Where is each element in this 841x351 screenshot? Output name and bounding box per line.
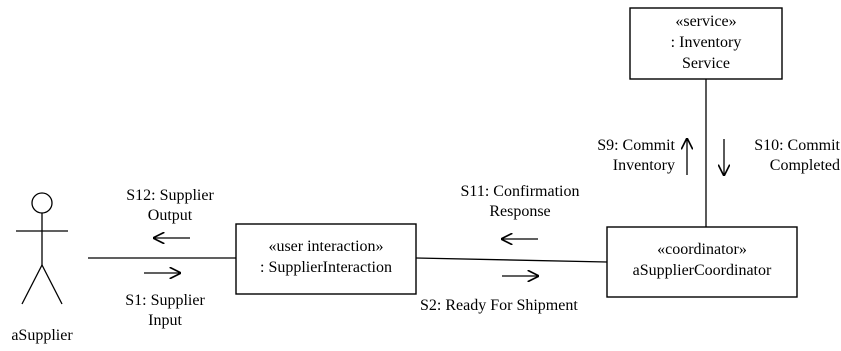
inventory-service-box bbox=[629, 7, 783, 80]
supplier-interaction-box bbox=[235, 223, 417, 295]
link-interaction-to-coordinator bbox=[415, 257, 608, 263]
actor-name: aSupplier bbox=[11, 327, 73, 344]
s9-label: S9: Commit Inventory bbox=[520, 136, 675, 176]
s9-label-line1: S9: Commit bbox=[597, 137, 675, 154]
supplier-interaction-stereotype: «user interaction» bbox=[268, 238, 384, 255]
s2-label-line1: S2: Ready For Shipment bbox=[420, 297, 578, 314]
s11-label-line1: S11: Confirmation bbox=[460, 183, 580, 200]
inventory-service-stereotype: «service» bbox=[675, 13, 737, 30]
s1-label: S1: Supplier Input bbox=[95, 291, 235, 331]
inventory-service-name-line2: Service bbox=[682, 55, 730, 72]
supplier-interaction-label: «user interaction» : SupplierInteraction bbox=[236, 236, 416, 278]
s2-label: S2: Ready For Shipment bbox=[420, 296, 578, 316]
s11-label-line2: Response bbox=[489, 203, 551, 220]
supplier-coordinator-name: aSupplierCoordinator bbox=[632, 262, 772, 279]
supplier-coordinator-stereotype: «coordinator» bbox=[657, 241, 747, 258]
s12-label-line1: S12: Supplier bbox=[126, 187, 214, 204]
s11-label: S11: Confirmation Response bbox=[440, 182, 600, 222]
s10-label-line1: S10: Commit bbox=[754, 137, 840, 154]
s12-label: S12: Supplier Output bbox=[100, 186, 240, 226]
s9-label-line2: Inventory bbox=[612, 157, 675, 174]
supplier-coordinator-label: «coordinator» aSupplierCoordinator bbox=[607, 239, 797, 281]
inventory-service-name-line1: : Inventory bbox=[670, 34, 742, 51]
s1-label-line1: S1: Supplier bbox=[125, 292, 205, 309]
s10-label-line2: Completed bbox=[769, 157, 840, 174]
inventory-service-label: «service» : Inventory Service bbox=[630, 11, 782, 74]
s12-label-line2: Output bbox=[147, 207, 193, 224]
s10-label: S10: Commit Completed bbox=[690, 136, 840, 176]
supplier-interaction-name: : SupplierInteraction bbox=[260, 259, 392, 276]
s1-label-line2: Input bbox=[148, 312, 182, 329]
supplier-coordinator-box bbox=[606, 226, 798, 298]
actor-stick-figure bbox=[16, 192, 68, 305]
